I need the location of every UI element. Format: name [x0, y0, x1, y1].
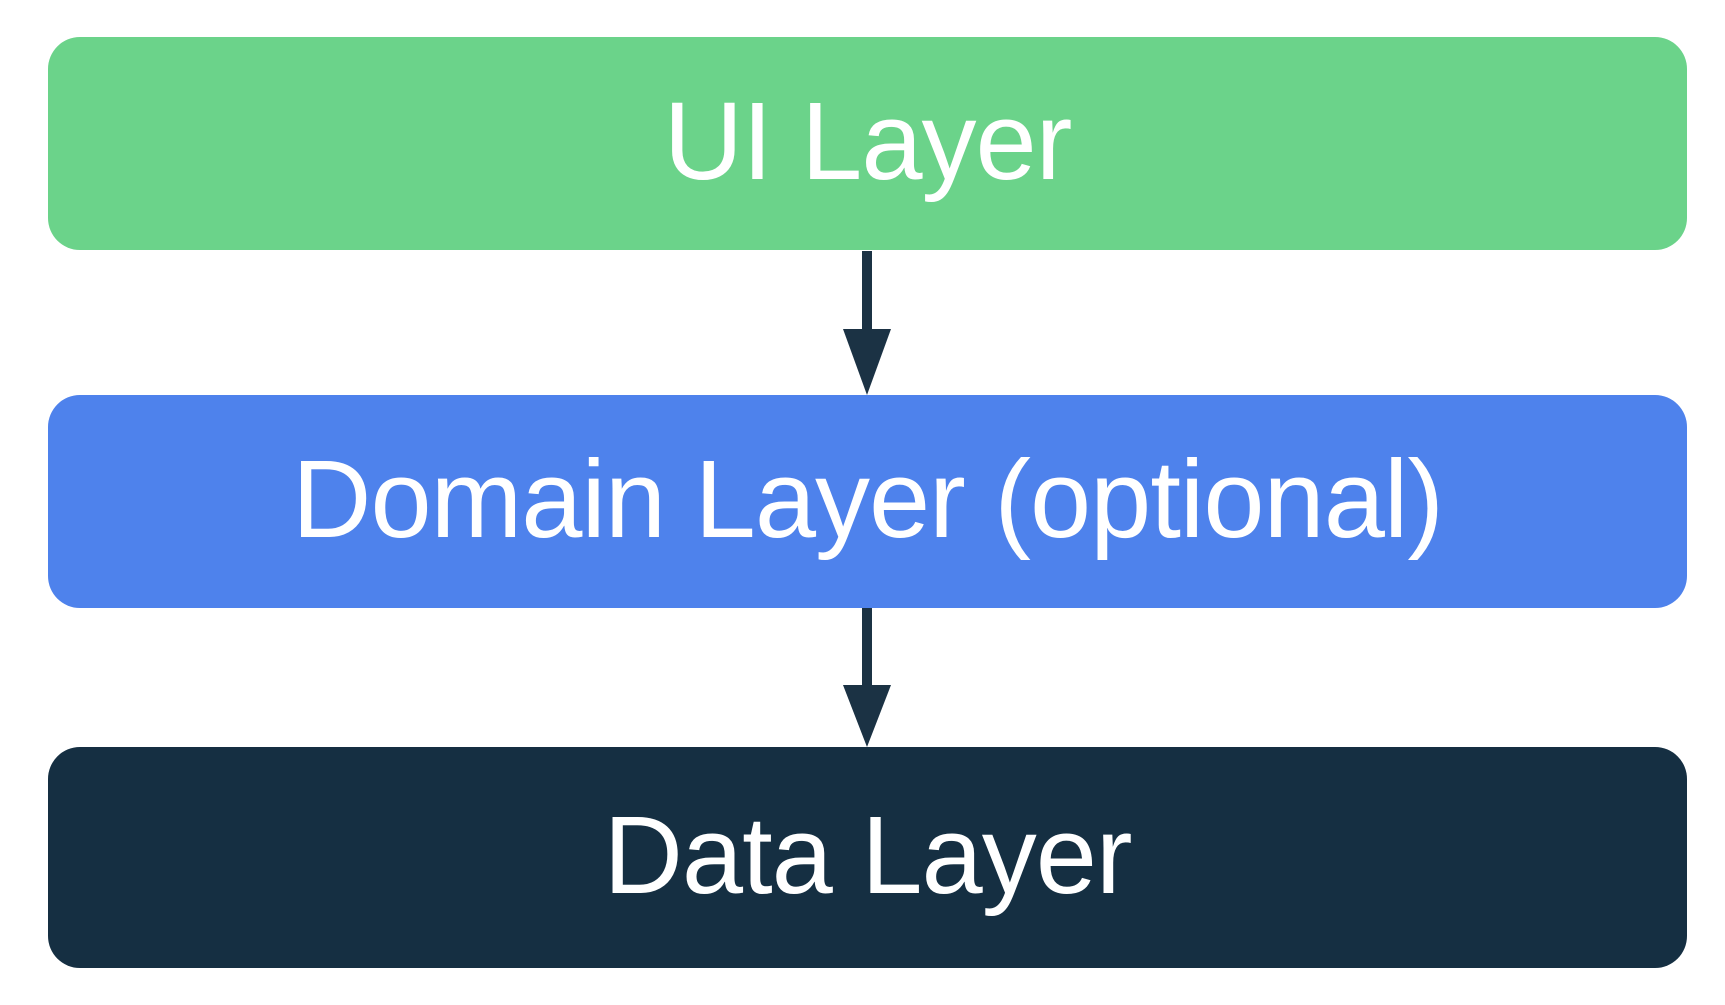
down-arrow-icon — [843, 608, 891, 747]
layer-domain-label: Domain Layer (optional) — [292, 437, 1444, 561]
down-arrow-icon — [843, 251, 891, 395]
layer-domain: Domain Layer (optional) — [48, 395, 1687, 608]
layer-ui-label: UI Layer — [663, 79, 1073, 203]
layer-data-label: Data Layer — [603, 793, 1132, 917]
layer-ui: UI Layer — [48, 37, 1687, 250]
layer-data: Data Layer — [48, 747, 1687, 968]
